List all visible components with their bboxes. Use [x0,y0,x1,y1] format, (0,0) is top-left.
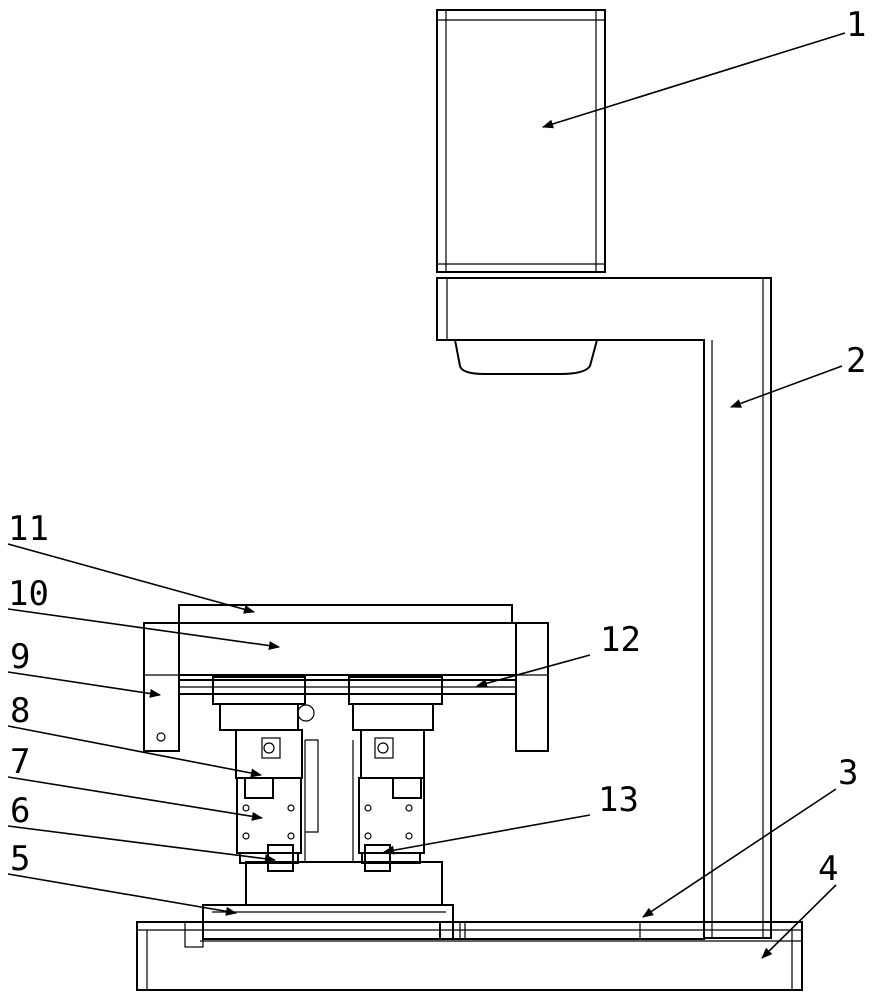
callout-5: 5 [10,839,30,879]
callout-8: 8 [10,691,30,731]
callout-labels: 1 2 3 4 5 6 7 8 9 10 11 12 13 [8,5,866,889]
right-slide-block [348,676,443,779]
c-frame-column [436,277,772,939]
callout-11: 11 [8,509,49,549]
linear-guide-rail [178,679,517,695]
top-plate [178,604,513,624]
callout-4: 4 [818,849,838,889]
motor [436,9,606,273]
callout-1: 1 [846,5,866,45]
left-slide-block [212,676,315,779]
slide-plate [178,622,517,676]
callout-12: 12 [600,620,641,660]
callout-3: 3 [838,753,858,793]
callout-6: 6 [10,791,30,831]
callout-7: 7 [10,742,30,782]
callout-13: 13 [598,780,639,820]
base-plate [136,921,803,991]
callout-2: 2 [846,341,866,381]
leader-lines [7,32,846,959]
callout-10: 10 [8,574,49,614]
pedestal [245,739,443,906]
callout-9: 9 [10,637,30,677]
right-clamp-cylinder [358,777,425,872]
